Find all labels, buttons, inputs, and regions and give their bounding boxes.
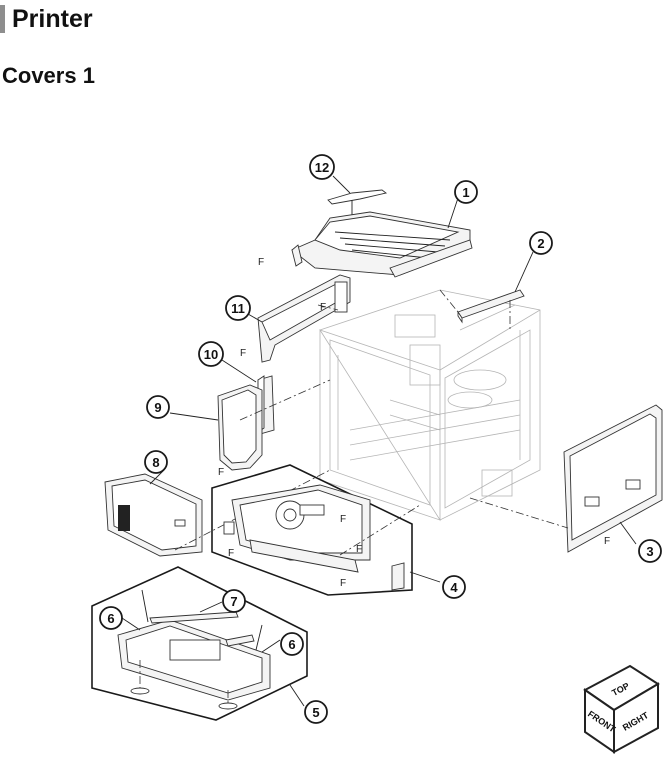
callout-12: 12 — [309, 154, 335, 180]
callout-8: 8 — [144, 450, 168, 474]
callout-1: 1 — [454, 180, 478, 204]
svg-text:10: 10 — [204, 347, 218, 362]
page-title: Printer — [12, 4, 93, 33]
svg-text:6: 6 — [288, 637, 295, 652]
part-9-front-left-cover — [217, 379, 331, 471]
fastener-mark: F — [218, 467, 224, 478]
svg-text:2: 2 — [537, 236, 544, 251]
section-title: Covers 1 — [2, 63, 95, 88]
callout-9: 9 — [146, 395, 170, 419]
callout-5: 5 — [304, 700, 328, 724]
fastener-mark: F — [320, 302, 326, 313]
fastener-marks: F F F F F F F F F — [218, 257, 610, 589]
callout-6-right: 6 — [280, 632, 304, 656]
callout-3: 3 — [638, 539, 662, 563]
part-3-right-side-cover — [469, 404, 663, 553]
part-4-group — [211, 464, 421, 596]
callout-6-left: 6 — [99, 606, 123, 630]
part-5-group — [91, 566, 308, 721]
fastener-mark: F — [356, 544, 362, 555]
callout-2: 2 — [529, 231, 553, 255]
page-header: Printer — [0, 4, 93, 34]
printer-frame — [319, 289, 541, 522]
leader-lines — [121, 175, 637, 707]
svg-text:7: 7 — [230, 594, 237, 609]
svg-text:9: 9 — [154, 400, 161, 415]
svg-text:11: 11 — [231, 301, 245, 316]
callout-7: 7 — [222, 589, 246, 613]
fastener-mark: F — [604, 536, 610, 547]
callout-4: 4 — [442, 575, 466, 599]
fastener-mark: F — [258, 257, 264, 268]
callout-10: 10 — [198, 341, 224, 367]
svg-text:6: 6 — [107, 611, 114, 626]
fastener-mark: F — [340, 578, 346, 589]
fastener-mark: F — [240, 348, 246, 359]
fastener-mark: F — [228, 548, 234, 559]
fastener-mark: F — [340, 514, 346, 525]
title-accent-bar — [0, 5, 5, 33]
part-11-upper-left-cover — [257, 274, 351, 363]
svg-text:1: 1 — [462, 185, 469, 200]
svg-text:5: 5 — [312, 705, 319, 720]
part-1-top-cover — [291, 211, 473, 278]
part-8-vent-grille — [118, 505, 130, 531]
svg-text:4: 4 — [450, 580, 458, 595]
part-2-rear-bar — [439, 289, 525, 330]
orientation-cube: TOP FRONT RIGHT — [583, 664, 660, 754]
svg-text:8: 8 — [152, 455, 159, 470]
part-8-left-side-cover — [104, 469, 331, 557]
svg-text:3: 3 — [646, 544, 653, 559]
callout-11: 11 — [225, 295, 251, 321]
svg-text:12: 12 — [315, 160, 329, 175]
